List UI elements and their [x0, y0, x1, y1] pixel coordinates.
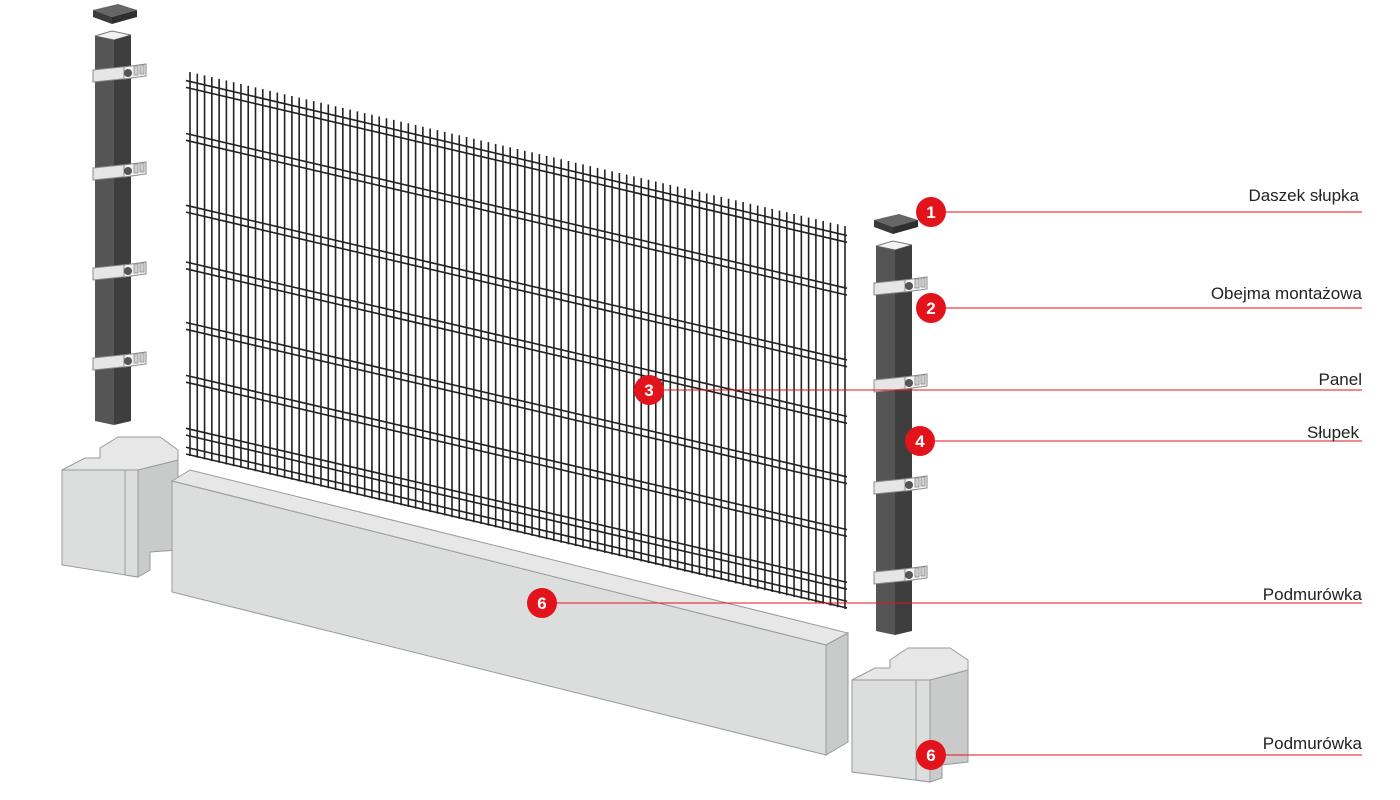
callout-2-number: 2 — [926, 299, 935, 318]
callout-1-label: Daszek słupka — [1248, 186, 1359, 205]
callout-6a: 6 Podmurówka — [527, 585, 1363, 618]
right-post — [873, 214, 928, 635]
callout-3: 3 Panel — [634, 370, 1362, 405]
right-post-bracket-1 — [873, 276, 928, 296]
right-post-bracket-2 — [873, 373, 928, 393]
left-post-bracket-3 — [92, 261, 147, 281]
callout-1: 1 Daszek słupka — [916, 186, 1362, 227]
callout-2-label: Obejma montażowa — [1211, 284, 1363, 303]
left-post — [92, 4, 147, 425]
left-post-bracket-2 — [92, 161, 147, 181]
callout-4-number: 4 — [915, 432, 925, 451]
callout-3-label: Panel — [1319, 370, 1362, 389]
callout-6a-label: Podmurówka — [1263, 585, 1363, 604]
callout-4: 4 Słupek — [905, 423, 1362, 456]
callout-4-label: Słupek — [1307, 423, 1359, 442]
left-post-bracket-4 — [92, 351, 147, 371]
concrete-base-plate — [170, 469, 850, 756]
callout-3-number: 3 — [644, 381, 653, 400]
left-post-bracket-1 — [92, 63, 147, 83]
right-post-bracket-3 — [873, 475, 928, 495]
right-connector-block — [851, 647, 969, 783]
right-post-bracket-4 — [873, 565, 928, 585]
callout-6a-number: 6 — [537, 594, 546, 613]
mesh-panel — [185, 72, 848, 609]
left-post-cap — [93, 4, 137, 17]
callout-6b-label: Podmurówka — [1263, 734, 1363, 753]
callout-2: 2 Obejma montażowa — [916, 284, 1363, 323]
callouts: 1 Daszek słupka 2 Obejma montażowa 3 Pan… — [527, 186, 1363, 770]
left-connector-block — [61, 436, 179, 578]
callout-1-number: 1 — [926, 203, 935, 222]
callout-6b: 6 Podmurówka — [916, 734, 1363, 770]
right-post-cap — [874, 214, 918, 227]
callout-6b-number: 6 — [926, 746, 935, 765]
